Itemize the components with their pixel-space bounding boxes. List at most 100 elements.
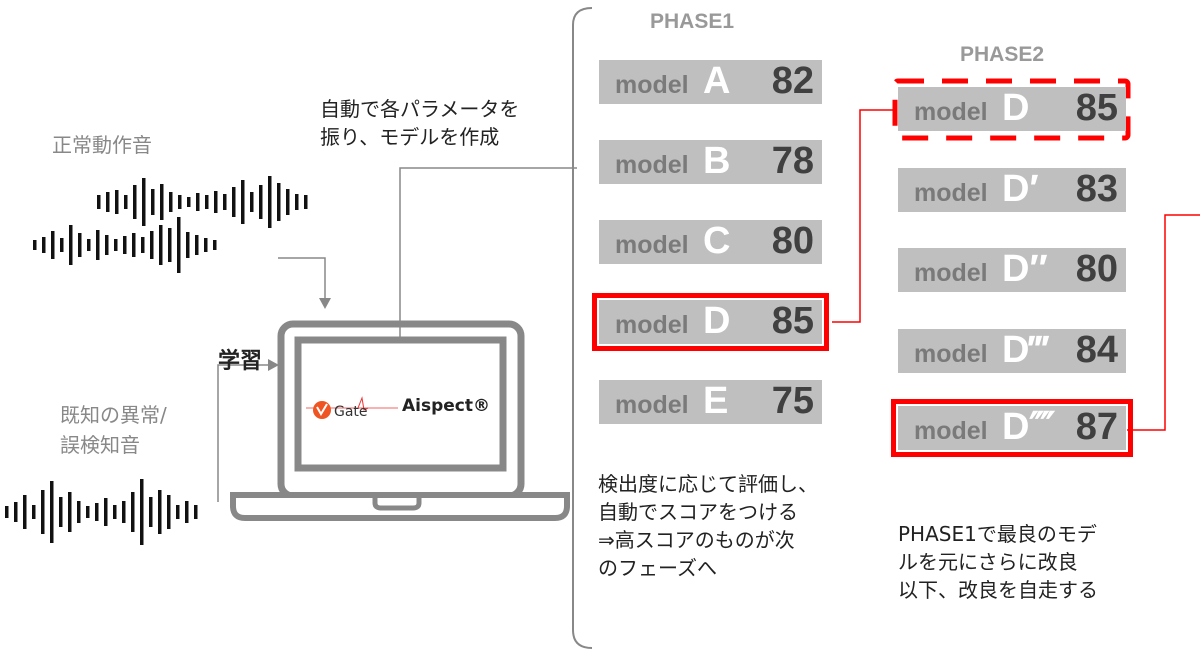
- waveform-bar: [142, 178, 146, 226]
- waveform-bar: [42, 237, 46, 253]
- waveform-bar: [186, 232, 190, 258]
- arrow-line: [217, 364, 270, 502]
- waveform-bar: [141, 237, 145, 253]
- waveform-bar: [159, 225, 163, 265]
- waveform-bar: [277, 183, 281, 221]
- product-name: Aispect®: [402, 396, 491, 416]
- waveform-bar: [151, 189, 155, 215]
- waveform-bar: [196, 193, 200, 211]
- waveform-bar: [160, 184, 164, 220]
- waveform-bar: [51, 231, 55, 259]
- waveform-bar: [268, 176, 272, 228]
- model-prefix: model: [615, 231, 689, 259]
- waveform-bar: [259, 185, 263, 219]
- waveform-bar: [105, 235, 109, 255]
- waveform-bar: [41, 490, 45, 534]
- waveform-bar: [124, 195, 128, 209]
- model-prefix: model: [615, 71, 689, 99]
- model-letter: D⁗: [1002, 406, 1055, 448]
- waveform-bar: [250, 192, 254, 212]
- vgate-aispect-logo: Gate Aispect®: [306, 396, 496, 420]
- arrow-head: [268, 359, 279, 371]
- waveform-bar: [95, 503, 99, 521]
- model-box: model C 80: [599, 220, 822, 264]
- model-letter: D‴: [1002, 329, 1048, 371]
- learning-label: 学習: [218, 349, 263, 374]
- red-connector: [832, 109, 893, 323]
- waveform-bar: [178, 195, 182, 209]
- waveform-bar: [114, 239, 118, 251]
- waveform-bar: [177, 217, 181, 273]
- model-prefix: model: [914, 179, 988, 207]
- waveform-bar: [132, 233, 136, 257]
- waveform-bar: [232, 187, 236, 217]
- dashed-highlight: [892, 78, 1131, 141]
- waveform-bar: [169, 192, 173, 212]
- model-letter: D′: [1002, 168, 1039, 210]
- model-letter: B: [703, 140, 731, 182]
- waveform-bar: [213, 240, 217, 250]
- waveform-bar: [195, 235, 199, 255]
- connector-line: [399, 167, 577, 360]
- waveform-bar: [59, 497, 63, 527]
- model-score: 85: [1075, 87, 1118, 129]
- model-score: 80: [771, 220, 814, 262]
- model-score: 83: [1075, 168, 1118, 210]
- waveform-bar: [205, 195, 209, 209]
- waveform-bar: [214, 191, 218, 213]
- waveform-bar: [149, 497, 153, 527]
- model-letter: C: [703, 220, 731, 262]
- model-score: 84: [1075, 329, 1118, 371]
- waveform-bar: [115, 190, 119, 214]
- waveform-bar: [104, 498, 108, 526]
- waveform-bar: [286, 189, 290, 215]
- model-letter: A: [703, 60, 731, 102]
- waveform-bar: [96, 230, 100, 260]
- waveform-bar: [295, 194, 299, 210]
- waveform-bar: [167, 495, 171, 529]
- waveform-bar: [194, 505, 198, 519]
- waveform-bar: [176, 505, 180, 519]
- model-score: 87: [1075, 406, 1118, 448]
- waveform-bar: [87, 239, 91, 251]
- model-box: model D′ 83: [898, 168, 1126, 212]
- waveform-bar: [23, 495, 27, 529]
- model-score: 75: [771, 380, 814, 422]
- waveform-bar: [122, 501, 126, 523]
- model-score: 78: [771, 140, 814, 182]
- model-letter: D: [703, 300, 731, 342]
- waveform-bar: [133, 185, 137, 219]
- waveform-bar: [123, 236, 127, 254]
- phase2-note: PHASE1で最良のモデ ルを元にさらに改良 以下、改良を自走する: [898, 522, 1098, 602]
- model-prefix: model: [914, 417, 988, 445]
- red-connector: [1127, 214, 1200, 431]
- waveform-bar: [106, 192, 110, 212]
- waveform-bar: [14, 502, 18, 522]
- waveform-bar: [140, 479, 144, 545]
- normal-sound-label: 正常動作音: [52, 133, 152, 157]
- waveform-bar: [69, 225, 73, 265]
- phase1-title: PHASE1: [650, 10, 735, 33]
- waveform-bar: [97, 195, 101, 209]
- model-prefix: model: [615, 311, 689, 339]
- waveform-bar: [187, 197, 191, 207]
- waveform-bar: [185, 501, 189, 523]
- waveform-bar: [204, 238, 208, 252]
- waveform-bar: [78, 233, 82, 257]
- waveform-bar: [77, 501, 81, 523]
- waveform-bar: [32, 505, 36, 519]
- waveform-bar: [5, 506, 9, 518]
- waveform-bar: [50, 481, 54, 543]
- waveform-bar: [68, 492, 72, 532]
- model-box: model D⁗ 87: [891, 399, 1133, 457]
- waveform-bar: [60, 238, 64, 252]
- auto-note: 自動で各パラメータを 振り、モデルを作成: [320, 97, 520, 149]
- model-letter: E: [703, 380, 729, 422]
